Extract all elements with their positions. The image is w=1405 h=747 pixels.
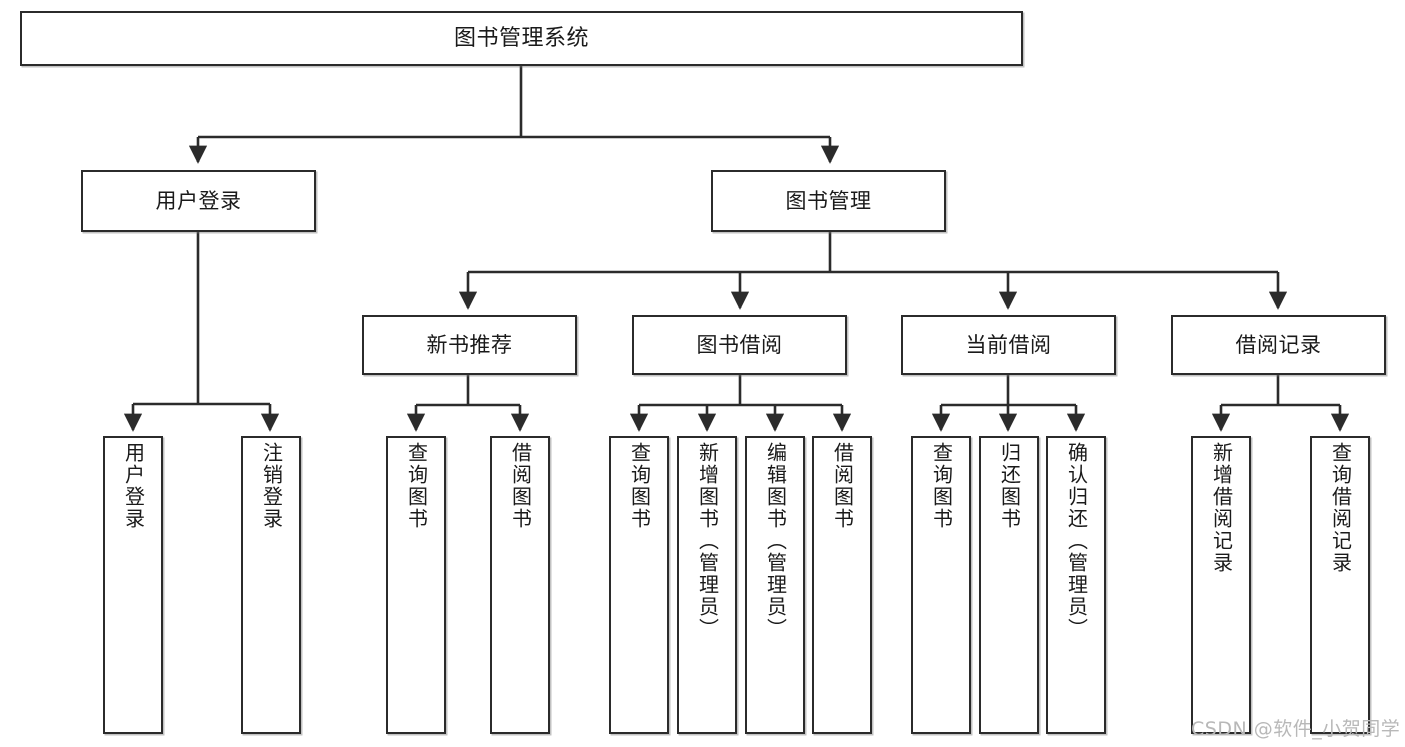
leaf-confirm-return-admin[interactable]: 确认归还（管理员） [1046,436,1106,734]
node-label: 确认归还（管理员） [1064,442,1089,640]
node-label: 查询图书 [929,442,954,530]
leaf-logout-login[interactable]: 注销登录 [241,436,301,734]
node-label: 编辑图书（管理员） [763,442,788,640]
node-label: 注销登录 [259,442,284,530]
node-label: 查询图书 [627,442,652,530]
leaf-user-login[interactable]: 用户登录 [103,436,163,734]
node-user-login[interactable]: 用户登录 [81,170,316,232]
leaf-query-borrow-record[interactable]: 查询借阅记录 [1310,436,1370,734]
leaf-query-book-current[interactable]: 查询图书 [911,436,971,734]
node-new-book-recommend[interactable]: 新书推荐 [362,315,577,375]
node-label: 借阅记录 [1235,332,1322,357]
node-label: 归还图书 [997,442,1022,530]
leaf-add-borrow-record[interactable]: 新增借阅记录 [1191,436,1251,734]
csdn-watermark: CSDN @软件_小贺同学 [1191,718,1401,740]
leaf-borrow-book[interactable]: 借阅图书 [812,436,872,734]
node-label: 新书推荐 [426,332,513,357]
leaf-return-book[interactable]: 归还图书 [979,436,1039,734]
leaf-query-book-borrow[interactable]: 查询图书 [609,436,669,734]
node-label: 借阅图书 [830,442,855,530]
node-label: 图书管理 [785,188,872,213]
node-label: 用户登录 [155,188,242,213]
leaf-query-book-recommend[interactable]: 查询图书 [386,436,446,734]
node-borrow-record[interactable]: 借阅记录 [1171,315,1386,375]
leaf-edit-book-admin[interactable]: 编辑图书（管理员） [745,436,805,734]
node-book-borrow[interactable]: 图书借阅 [632,315,847,375]
node-label: 新增图书（管理员） [695,442,720,640]
leaf-borrow-book-recommend[interactable]: 借阅图书 [490,436,550,734]
leaf-add-book-admin[interactable]: 新增图书（管理员） [677,436,737,734]
node-label: 图书管理系统 [453,25,589,51]
node-label: 图书借阅 [696,332,783,357]
node-root-system[interactable]: 图书管理系统 [20,11,1023,66]
node-label: 查询借阅记录 [1328,442,1353,574]
node-book-management[interactable]: 图书管理 [711,170,946,232]
node-label: 新增借阅记录 [1209,442,1234,574]
node-current-borrow[interactable]: 当前借阅 [901,315,1116,375]
node-label: 用户登录 [121,442,146,530]
node-label: 当前借阅 [965,332,1052,357]
node-label: 查询图书 [404,442,429,530]
node-label: 借阅图书 [508,442,533,530]
